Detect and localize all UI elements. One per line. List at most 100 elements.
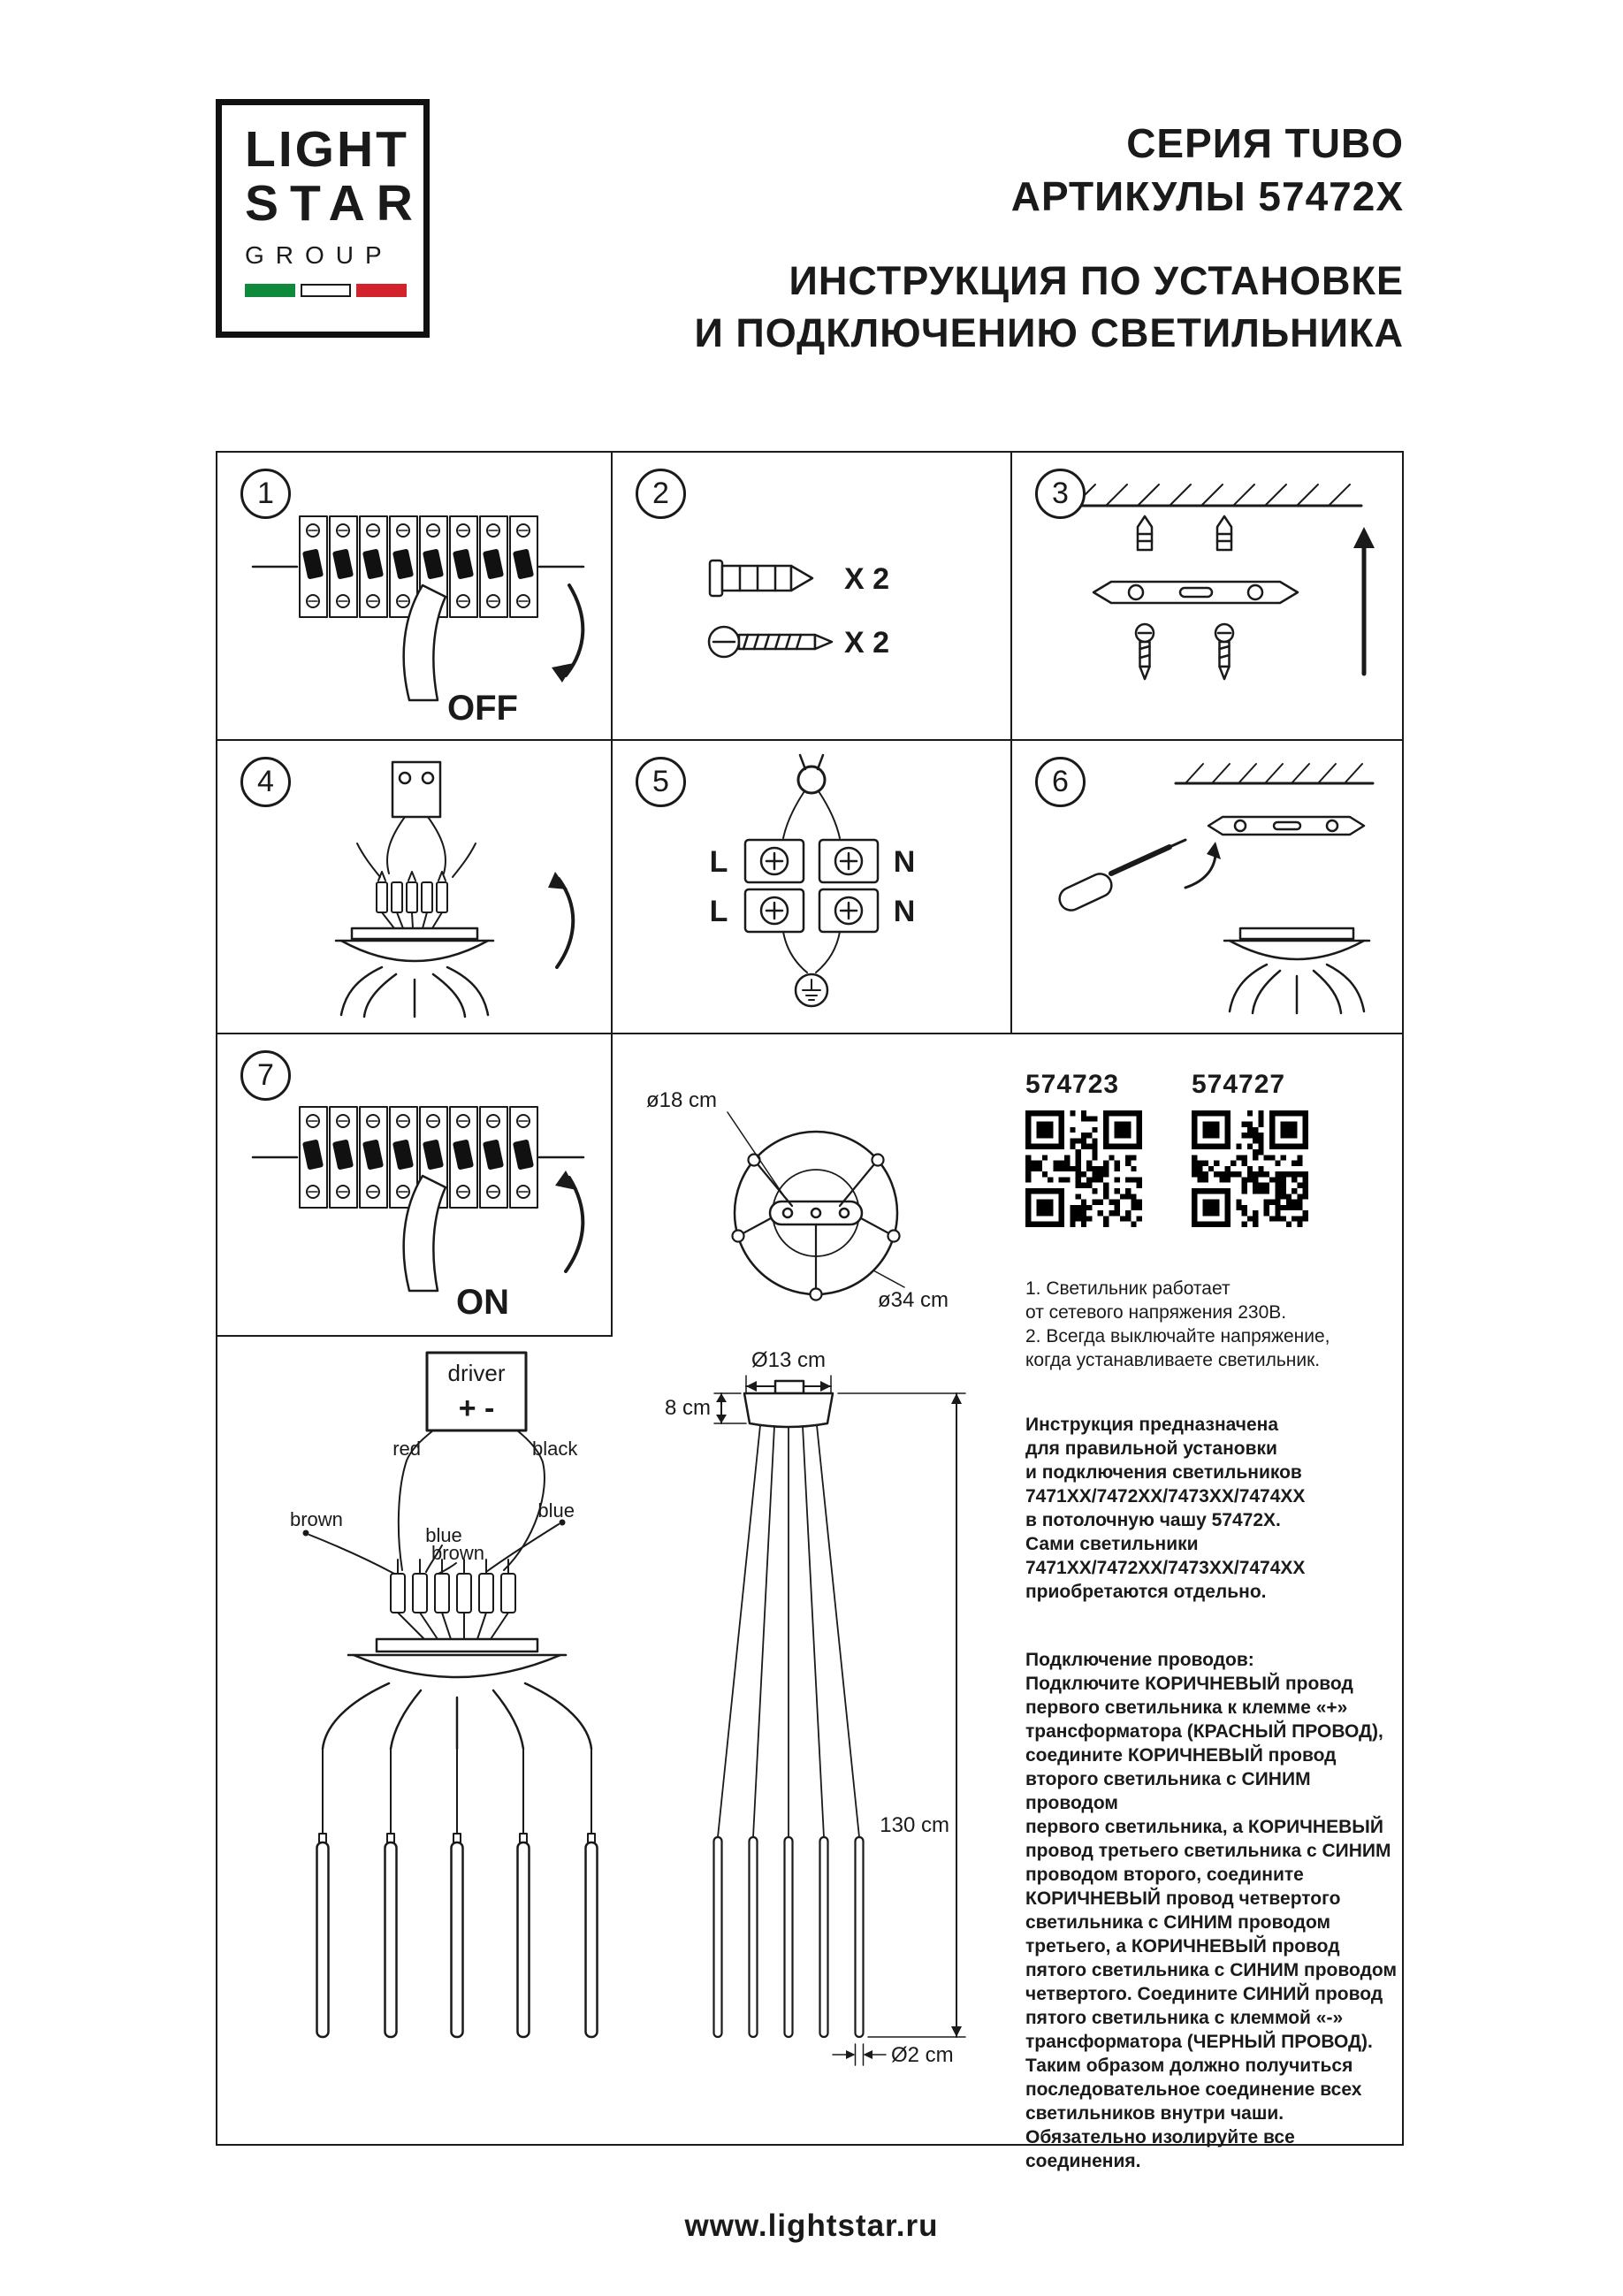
step-7-number: 7 <box>240 1050 291 1101</box>
dowel-qty-label: X 2 <box>844 562 889 596</box>
note-wiring-instructions: Подключение проводов: Подключите КОРИЧНЕ… <box>1025 1650 1397 2171</box>
fasteners-diagram: X 2 X 2 <box>707 559 889 660</box>
qr-code <box>1025 1110 1142 1227</box>
step-7-panel: 7 ON <box>217 1034 611 1335</box>
arrow-head <box>1207 842 1221 859</box>
wire-blue-mid-label: blue <box>425 1524 462 1546</box>
transformer-box <box>391 760 442 819</box>
dim-canopy-height-label: 8 cm <box>665 1396 711 1420</box>
mounting-bracket-icon <box>1207 815 1366 836</box>
canopy-top-view-diagram: ø18 cm ø34 cm <box>646 1088 949 1312</box>
frame-divider-h3 <box>217 1335 613 1337</box>
qr-code <box>1192 1110 1308 1227</box>
hub-bar <box>768 1200 864 1226</box>
screwdriver-icon <box>1058 838 1187 912</box>
flag-white-stripe <box>301 284 351 297</box>
website-url: www.lightstar.ru <box>684 2208 939 2243</box>
ceiling-mounting-diagram <box>1059 484 1375 681</box>
terminal-block-diagram: L N L N <box>710 753 916 1008</box>
flag-red-stripe <box>356 284 407 297</box>
product-574723: 574723 <box>1025 1070 1142 1227</box>
wire-connectors <box>390 1573 516 1640</box>
wiring-zone: driver + - red black brown blue blue bro… <box>221 1337 636 2142</box>
on-label: ON <box>456 1283 509 1322</box>
logo-text-light: LIGHT <box>245 121 409 178</box>
pendant-tubes <box>316 1833 598 2039</box>
mounting-bracket-icon <box>1092 580 1299 605</box>
canopy-side-view <box>1223 927 1371 1015</box>
note-purpose: Инструкция предназначена для правильной … <box>1025 1415 1306 1602</box>
screw-qty-label: X 2 <box>844 626 889 660</box>
dim-tube-diameter-label: Ø2 cm <box>891 2043 954 2067</box>
anchor-icons <box>1136 515 1233 552</box>
articles-title: АРТИКУЛЫ 57472X <box>1010 173 1404 219</box>
canopy-front-view <box>743 1379 834 1429</box>
wire-red-label: red <box>392 1438 421 1460</box>
dim-pendant-length <box>837 1392 966 2038</box>
step-1-number: 1 <box>240 469 291 519</box>
top-view-zone: ø18 cm ø34 cm <box>613 1036 1012 1335</box>
front-view-zone: Ø13 cm 8 cm <box>636 1337 1010 2142</box>
terminal-L-bottom: L <box>710 895 728 928</box>
wire-black-label: black <box>532 1438 578 1460</box>
series-wiring-diagram: driver + - red black brown blue blue bro… <box>290 1351 598 2039</box>
step-6-panel: 6 <box>1012 741 1402 1033</box>
dim-spread-label: ø34 cm <box>878 1288 949 1312</box>
logo-text-star: STAR <box>245 175 424 232</box>
wire-brown-mid-label: brown <box>431 1542 484 1564</box>
frame-divider-h2 <box>217 1033 1402 1034</box>
italian-flag-icon <box>245 284 423 297</box>
step-1-panel: 1 OFF <box>217 453 611 739</box>
dim-canopy-width-label: Ø13 cm <box>751 1348 826 1372</box>
lightstar-logo: LIGHT STAR GROUP <box>216 99 430 338</box>
step-3-panel: 3 <box>1012 453 1402 739</box>
frame-divider-v1 <box>611 453 613 1337</box>
note-warning: 1. Светильник работает от сетевого напря… <box>1025 1278 1330 1370</box>
step-5-panel: 5 L N L N <box>613 741 1010 1033</box>
step-5-number: 5 <box>636 757 686 807</box>
screw-icon <box>707 625 834 659</box>
dim-canopy-top-label: ø18 cm <box>646 1088 717 1112</box>
arrow-up-head <box>548 872 568 889</box>
step-2-panel: 2 X 2 <box>613 453 1010 739</box>
document-header: СЕРИЯ TUBO АРТИКУЛЫ 57472X ИНСТРУКЦИЯ ПО… <box>695 117 1404 359</box>
product-code: 574727 <box>1192 1070 1286 1099</box>
screw-icons <box>1134 622 1235 681</box>
canopy-side-view <box>321 1637 593 1751</box>
step-3-number: 3 <box>1035 469 1086 519</box>
breaker-off-diagram: OFF <box>217 453 585 728</box>
terminal-strip <box>743 838 880 934</box>
terminal-L-top: L <box>710 845 728 879</box>
product-code: 574723 <box>1025 1070 1120 1099</box>
dim-canopy-height <box>713 1392 747 1424</box>
frame-divider-h1 <box>217 739 1402 741</box>
spokes <box>731 1153 901 1301</box>
arrow-up-head <box>1353 527 1375 548</box>
pendant-tubes <box>712 1835 865 2039</box>
step-4-number: 4 <box>240 757 291 807</box>
product-codes: 574723 574727 <box>1025 1070 1308 1227</box>
bracket-install-diagram <box>1058 763 1375 1015</box>
logo-text-group: GROUP <box>245 241 393 269</box>
series-title: СЕРИЯ TUBO <box>1126 120 1404 166</box>
arrow-down-head <box>552 663 574 683</box>
dim-tube-diameter <box>832 2043 887 2066</box>
driver-box <box>425 1351 528 1432</box>
ceiling-hatching <box>1059 484 1363 507</box>
wires <box>302 1430 566 1575</box>
wire-brown-left-label: brown <box>290 1508 343 1530</box>
dimensions-diagram: Ø13 cm 8 cm <box>665 1348 966 2067</box>
wires-to-canopy-diagram <box>334 760 575 1018</box>
arrow-up-head <box>555 1171 576 1190</box>
wire-blue-right-label: blue <box>537 1499 575 1522</box>
canopy-side-view <box>334 927 495 1018</box>
wire-connectors <box>376 881 448 929</box>
flag-green-stripe <box>245 284 295 297</box>
pendant-wires <box>717 1424 860 1838</box>
step-4-panel: 4 <box>217 741 611 1033</box>
terminal-N-bottom: N <box>894 895 916 928</box>
frame-divider-v2 <box>1010 453 1012 1034</box>
ground-symbol <box>794 973 829 1008</box>
driver-polarity-label: + - <box>459 1392 495 1425</box>
product-574727: 574727 <box>1192 1070 1308 1227</box>
